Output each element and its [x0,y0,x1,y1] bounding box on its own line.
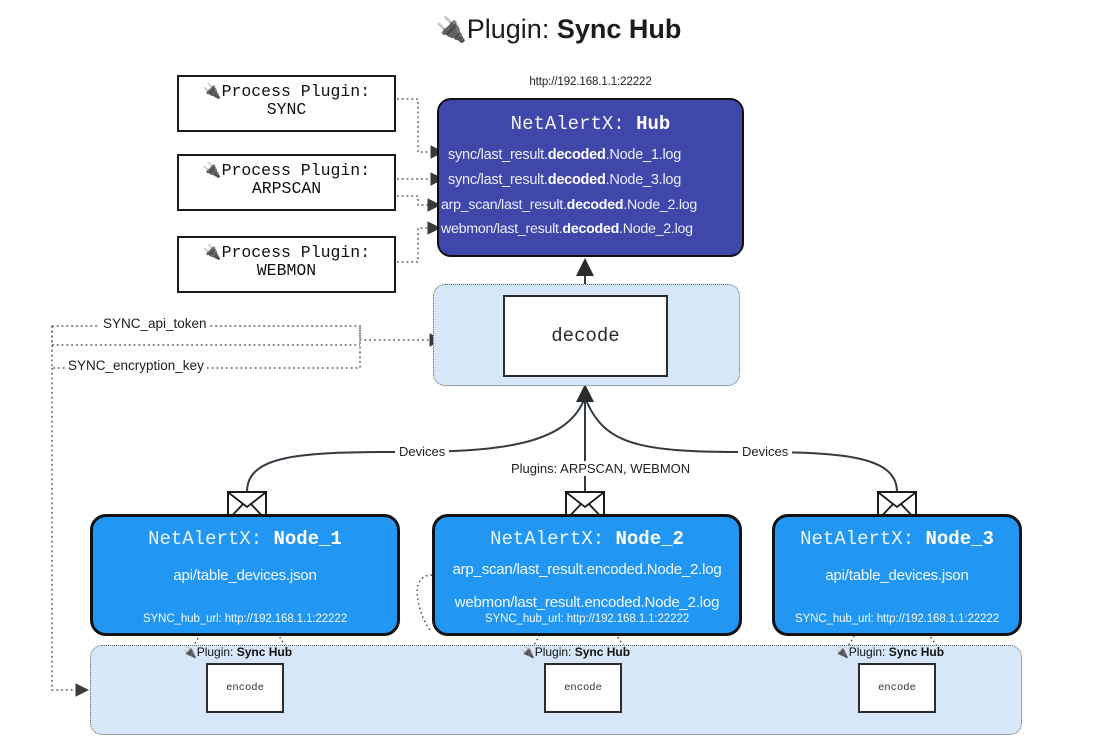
process-plugin-label: Process Plugin: [221,243,371,262]
encode-label-prefix: Plugin: [534,645,575,659]
process-plugin-webmon[interactable]: 🔌Process Plugin: WEBMON [177,236,396,293]
process-plugin-arpscan[interactable]: 🔌Process Plugin: ARPSCAN [177,154,396,211]
node-hub-url: SYNC_hub_url: http://192.168.1.1:22222 [795,613,999,625]
node-1[interactable]: NetAlertX: Node_1 api/table_devices.json… [90,514,400,636]
process-plugin-name: ARPSCAN [251,179,322,199]
hub-node[interactable]: NetAlertX: Hub sync/last_result.decoded.… [437,98,744,257]
plug-icon: 🔌 [202,161,222,179]
log-post: .Node_1.log [605,147,682,163]
node-title-prefix: NetAlertX: [490,528,616,550]
plug-icon: 🔌 [835,647,849,659]
log-mid: decoded [547,147,606,163]
process-plugin-label: Process Plugin: [221,161,371,180]
node-resource-line: api/table_devices.json [825,567,969,584]
log-post: .Node_3.log [605,171,682,188]
plug-icon: 🔌 [202,243,222,261]
encode-label-name: Sync Hub [236,645,293,659]
process-plugin-name: SYNC [266,100,307,120]
hub-title: NetAlertX: Hub [439,113,742,135]
encode-label-name: Sync Hub [888,645,945,659]
sync-api-token-label: SYNC_api_token [100,316,210,331]
log-post: .Node_2.log [619,221,693,238]
log-pre: sync/last_result. [448,171,548,188]
hub-log-item: webmon/last_result.decoded.Node_2.log [441,217,742,241]
node-resource-line: api/table_devices.json [173,567,317,584]
encode-box-3[interactable]: encode [858,663,936,713]
node-title-name: Node_1 [273,528,342,550]
hub-log-item: sync/last_result.decoded.Node_3.log [448,168,742,193]
encode-box-2[interactable]: encode [544,663,622,713]
node-resource-line: webmon/last_result.encoded.Node_2.log [454,594,720,612]
plug-icon: 🔌 [183,647,197,659]
hub-log-item: sync/last_result.decoded.Node_1.log [448,143,742,168]
hub-url-label: http://192.168.1.1:22222 [529,76,652,88]
encode-box-1[interactable]: encode [206,663,284,713]
node-resource-line: arp_scan/last_result.encoded.Node_2.log [452,561,722,578]
encode-plugin-label-2: 🔌Plugin: Sync Hub [521,645,630,659]
hub-title-name: Hub [636,113,671,135]
node-title: NetAlertX: Node_1 [93,528,397,550]
plug-icon: 🔌 [202,82,222,100]
log-pre: webmon/last_result. [441,221,563,238]
page-title-name: Sync Hub [556,14,682,44]
node-3[interactable]: NetAlertX: Node_3 api/table_devices.json… [772,514,1022,636]
node-title-prefix: NetAlertX: [800,528,926,550]
encode-plugin-label-3: 🔌Plugin: Sync Hub [835,645,944,659]
edge-label-devices-left: Devices [395,444,450,459]
log-mid: decoded [547,171,606,188]
plug-icon: 🔌 [521,647,535,659]
plug-icon: 🔌 [435,16,467,44]
node-2[interactable]: NetAlertX: Node_2 arp_scan/last_result.e… [432,514,742,636]
edge-label-devices-right: Devices [738,444,793,459]
hub-log-item: arp_scan/last_result.decoded.Node_2.log [441,193,742,217]
edge-label-plugins-center: Plugins: ARPSCAN, WEBMON [507,461,695,476]
node-title-prefix: NetAlertX: [148,528,274,550]
log-mid: decoded [562,221,620,238]
node-title-name: Node_2 [615,528,684,550]
page-title: 🔌Plugin: Sync Hub [0,14,1117,45]
encode-plugin-label-1: 🔌Plugin: Sync Hub [183,645,292,659]
process-plugin-sync[interactable]: 🔌Process Plugin: SYNC [177,75,396,132]
node-title-name: Node_3 [925,528,994,550]
encode-label-prefix: Plugin: [848,645,889,659]
node-title: NetAlertX: Node_3 [775,528,1019,550]
page-title-prefix: Plugin: [466,14,557,44]
decode-box[interactable]: decode [503,295,668,377]
node-hub-url: SYNC_hub_url: http://192.168.1.1:22222 [143,613,347,625]
sync-encryption-key-label: SYNC_encryption_key [65,358,207,373]
hub-log-list: sync/last_result.decoded.Node_1.log sync… [439,143,742,242]
log-pre: sync/last_result. [448,147,548,163]
encode-label-prefix: Plugin: [196,645,237,659]
log-post: .Node_2.log [623,196,698,213]
process-plugin-label: Process Plugin: [221,82,371,101]
process-plugin-name: WEBMON [256,261,317,281]
node-hub-url: SYNC_hub_url: http://192.168.1.1:22222 [485,613,689,625]
log-mid: decoded [566,196,624,213]
hub-title-prefix: NetAlertX: [510,113,637,135]
log-pre: arp_scan/last_result. [441,196,567,213]
node-title: NetAlertX: Node_2 [435,528,739,550]
encode-label-name: Sync Hub [574,645,631,659]
